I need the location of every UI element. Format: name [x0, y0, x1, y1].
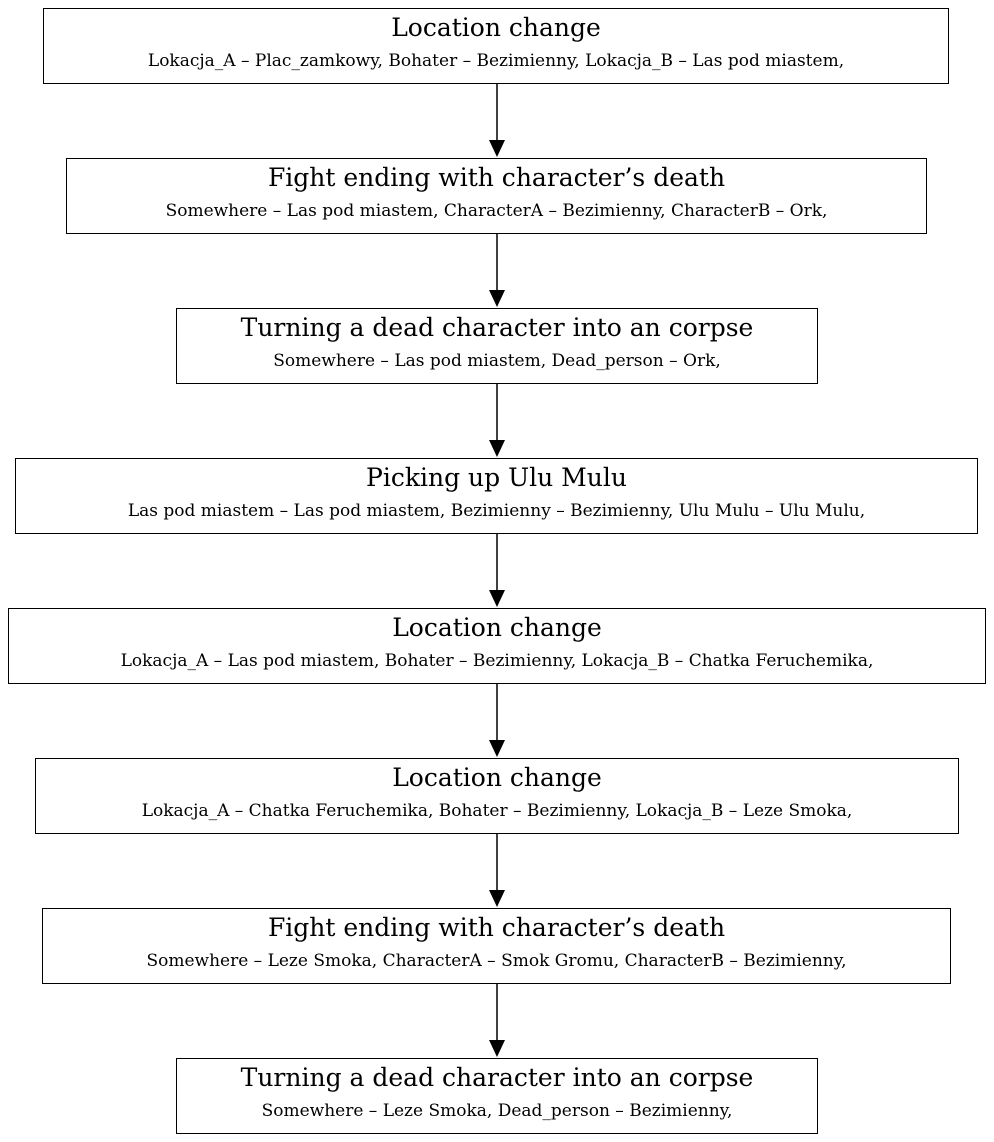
node-title: Location change: [392, 613, 602, 642]
edge-2-3: [489, 234, 505, 307]
node-fight-death-2: Fight ending with character’s death Some…: [42, 908, 951, 984]
node-location-change-2: Location change Lokacja_A – Las pod mias…: [8, 608, 986, 684]
node-title: Turning a dead character into an corpse: [240, 1063, 754, 1092]
edge-5-6: [489, 684, 505, 757]
node-title: Picking up Ulu Mulu: [366, 463, 627, 492]
node-detail: Somewhere – Leze Smoka, Dead_person – Be…: [261, 1101, 733, 1121]
edge-4-5: [489, 534, 505, 607]
node-detail: Las pod miastem – Las pod miastem, Bezim…: [127, 501, 866, 521]
node-location-change-1: Location change Lokacja_A – Plac_zamkowy…: [43, 8, 949, 84]
node-detail: Somewhere – Las pod miastem, Dead_person…: [273, 351, 721, 371]
edge-7-8: [489, 984, 505, 1057]
node-corpse-2: Turning a dead character into an corpse …: [176, 1058, 818, 1134]
node-corpse-1: Turning a dead character into an corpse …: [176, 308, 818, 384]
node-detail: Somewhere – Las pod miastem, CharacterA …: [165, 201, 828, 221]
edge-6-7: [489, 834, 505, 907]
node-pick-up-ulu-mulu: Picking up Ulu Mulu Las pod miastem – La…: [15, 458, 978, 534]
node-detail: Lokacja_A – Chatka Feruchemika, Bohater …: [141, 801, 853, 821]
node-location-change-3: Location change Lokacja_A – Chatka Feruc…: [35, 758, 959, 834]
node-title: Location change: [391, 13, 601, 42]
node-title: Fight ending with character’s death: [267, 163, 726, 192]
node-fight-death-1: Fight ending with character’s death Some…: [66, 158, 927, 234]
node-detail: Somewhere – Leze Smoka, CharacterA – Smo…: [146, 951, 847, 971]
node-title: Turning a dead character into an corpse: [240, 313, 754, 342]
node-detail: Lokacja_A – Plac_zamkowy, Bohater – Bezi…: [147, 51, 845, 71]
edge-3-4: [489, 384, 505, 457]
edge-1-2: [489, 84, 505, 157]
node-detail: Lokacja_A – Las pod miastem, Bohater – B…: [120, 651, 874, 671]
node-title: Location change: [392, 763, 602, 792]
node-title: Fight ending with character’s death: [267, 913, 726, 942]
